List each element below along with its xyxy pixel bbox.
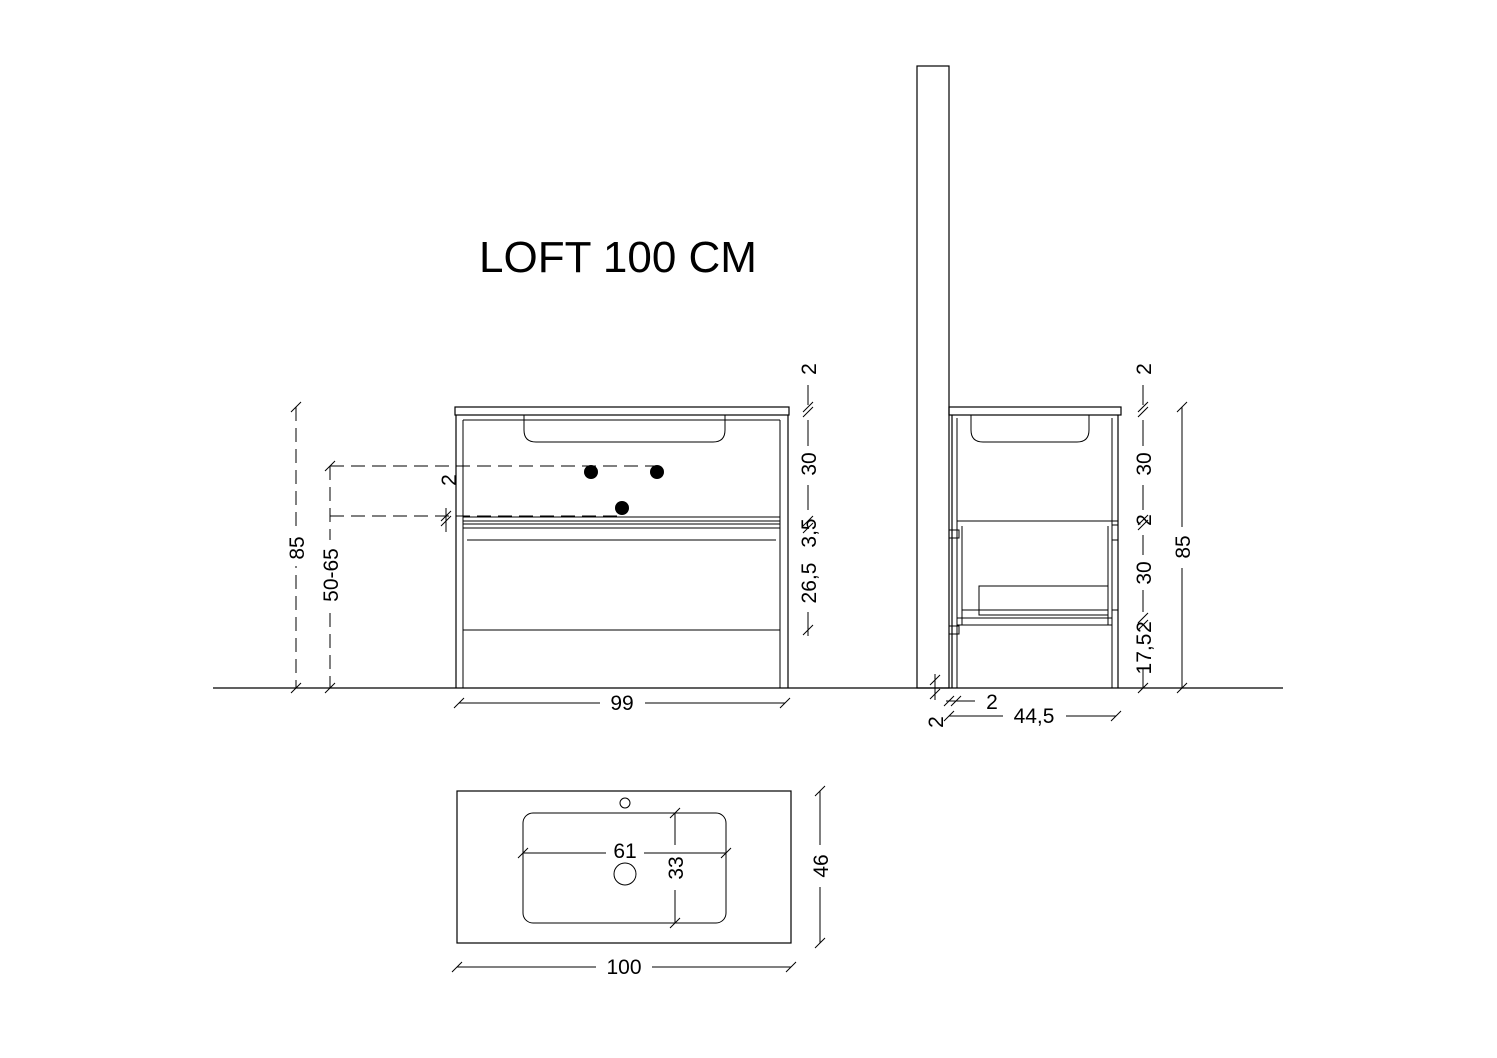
- side-gap-label: 2: [1133, 514, 1156, 526]
- side-view: [948, 406, 1122, 688]
- front-top-thickness-label: 2: [798, 363, 821, 375]
- front-dim-mount-height: 50-65: [318, 460, 343, 694]
- front-drawer-height-label: 26,5: [798, 563, 821, 604]
- top-depth-label: 46: [810, 854, 833, 877]
- side-countertop: [948, 406, 1122, 416]
- top-width-label: 100: [606, 956, 641, 979]
- side-upper-height-label: 30: [1133, 452, 1156, 475]
- side-drawer-insert: [978, 585, 1109, 616]
- drain-outlet-icon: [615, 501, 629, 515]
- top-dim-depth: 46: [810, 785, 833, 949]
- side-wall-gap-label: 2: [925, 716, 948, 728]
- top-basin-outline: [522, 812, 727, 924]
- top-countertop-outline: [456, 790, 792, 944]
- front-dim-right-chain: 2 30 3,5 26,5: [798, 363, 821, 636]
- top-dim-width: 100: [451, 956, 797, 979]
- wall-bracket-lower-icon: [948, 625, 960, 635]
- front-dim-width: 99: [453, 692, 791, 715]
- side-basin-outline: [970, 415, 1090, 443]
- drawing-title: LOFT 100 CM: [479, 233, 757, 282]
- water-inlet-left-icon: [584, 465, 598, 479]
- wall-bracket-upper-icon: [948, 529, 960, 539]
- side-shelf-lip: [1111, 520, 1119, 526]
- side-bottom-gap-label: 2: [1133, 621, 1156, 633]
- side-top-thickness-label: 2: [1133, 363, 1156, 375]
- drain-hole-icon: [613, 862, 637, 886]
- side-dim-bottom: 2 2 44,5: [925, 674, 1122, 728]
- side-drawer-height-label: 30: [1133, 561, 1156, 584]
- wall-section: [916, 65, 950, 689]
- water-inlet-right-icon: [650, 465, 664, 479]
- side-drawer-front-panel: [1111, 539, 1119, 611]
- front-dim-drain-offset: 2: [438, 474, 461, 532]
- front-gap-label: 3,5: [798, 518, 821, 547]
- side-leg-height-label: 17,5: [1133, 634, 1156, 675]
- front-total-height-label: 85: [286, 536, 309, 559]
- front-width-label: 99: [610, 692, 633, 715]
- front-upper-height-label: 30: [798, 452, 821, 475]
- front-drawer: [462, 523, 781, 631]
- front-dim-total-height: 85: [284, 401, 309, 694]
- side-total-height-label: 85: [1172, 535, 1195, 558]
- top-basin-width-label: 61: [613, 840, 636, 863]
- tap-hole-icon: [619, 797, 631, 809]
- side-dim-right-chain: 2 30 2 30 2 17,5: [1133, 363, 1156, 694]
- front-view: [330, 406, 790, 688]
- top-basin-depth-label: 33: [665, 856, 688, 879]
- side-depth-label: 44,5: [1014, 705, 1055, 728]
- front-drain-offset-label: 2: [438, 474, 461, 486]
- top-view: 61 33: [456, 790, 792, 944]
- side-dim-total-height: 85: [1172, 401, 1195, 694]
- front-basin-outline: [523, 415, 726, 443]
- front-mount-height-label: 50-65: [320, 548, 343, 602]
- front-countertop: [454, 406, 790, 416]
- side-frame-offset-label: 2: [986, 691, 998, 714]
